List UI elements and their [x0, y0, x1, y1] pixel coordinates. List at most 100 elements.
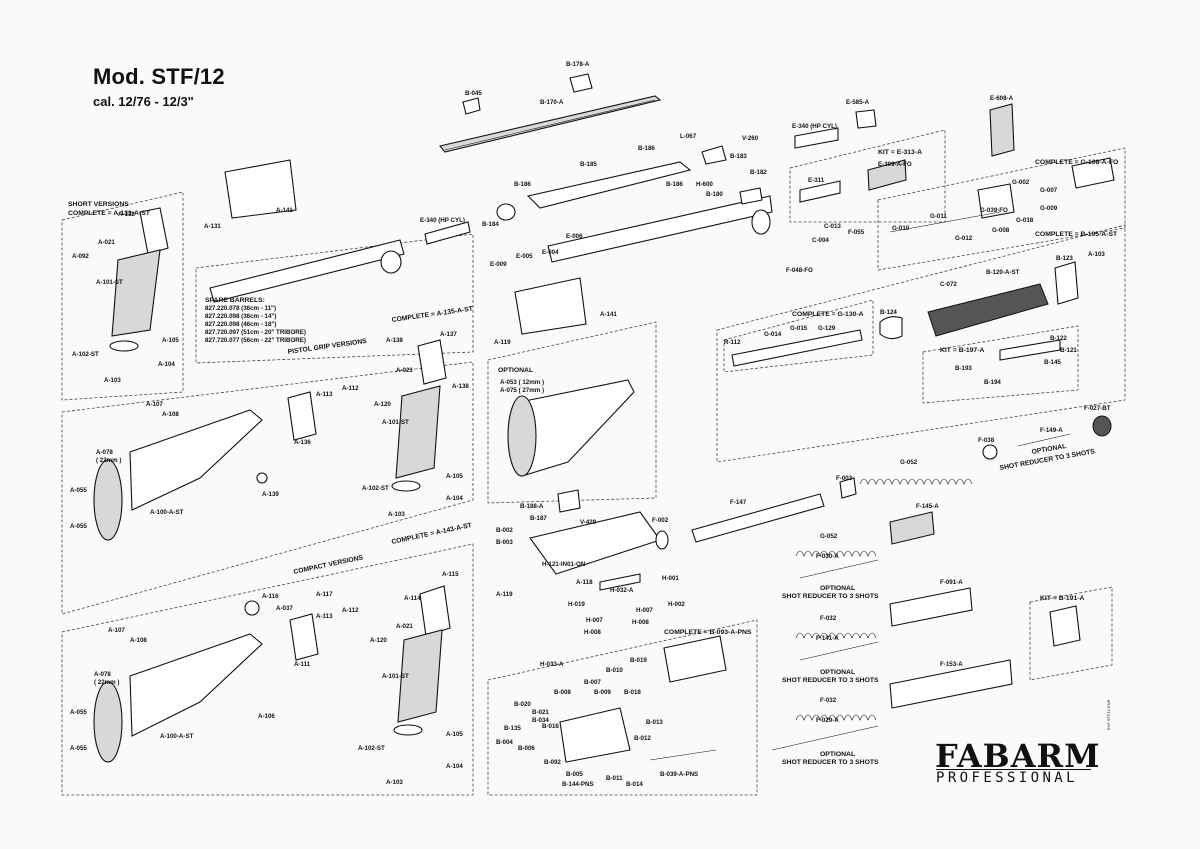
stock-a132 — [139, 207, 169, 255]
block-b180 — [739, 187, 763, 205]
part-label: A-119 — [496, 591, 513, 598]
part-label: A-021 — [396, 367, 413, 374]
rail-b122 — [999, 339, 1061, 361]
stock-block-a131 — [224, 159, 297, 219]
part-label: B-002 — [496, 527, 513, 534]
reducer-3 — [771, 659, 1013, 751]
part-label: B-121 — [1060, 347, 1077, 354]
buttpad-a078-pistol — [93, 459, 123, 541]
nut-a139 — [256, 472, 268, 484]
part-label: B-020 — [514, 701, 531, 708]
part-label: H-008 — [584, 629, 601, 636]
part-label: G-014 — [764, 331, 782, 338]
complete-g108-label: COMPLETE = G-108-A-FO — [1035, 159, 1118, 166]
part-label: V-260 — [742, 135, 759, 142]
part-label: B-123 — [1056, 255, 1073, 262]
part-label: A-100-A-ST — [160, 733, 194, 740]
part-label: B-144-PNS — [562, 781, 594, 788]
plate-a136 — [287, 391, 317, 441]
part-label: A-102-ST — [358, 745, 385, 752]
part-label: B-180 — [706, 191, 723, 198]
sling-a114 — [419, 585, 451, 637]
part-label: A-139 — [262, 491, 279, 498]
part-label: C-013 — [824, 223, 841, 230]
part-label: A-112 — [342, 607, 359, 614]
spare-barrel-ring — [380, 250, 402, 274]
pistol-complete-label: COMPLETE = A-135-A-ST — [391, 306, 474, 324]
part-label: F-145-A — [916, 503, 939, 510]
part-label: B-009 — [594, 689, 611, 696]
optional-reducer-3: OPTIONAL — [820, 751, 855, 758]
part-label: B-019 — [630, 657, 647, 664]
doc-code: EVF STF12 ENR — [1106, 699, 1111, 730]
part-label: B-194 — [984, 379, 1001, 386]
complete-b093-label: COMPLETE = B-093-A-PNS — [664, 629, 752, 636]
part-label: A-137 — [440, 331, 457, 338]
part-label: E-006 — [566, 233, 583, 240]
part-label: B-005 — [566, 771, 583, 778]
part-label: A-100-A-ST — [150, 509, 184, 516]
part-label: H-001 — [662, 575, 679, 582]
part-label: G-018 — [1016, 217, 1034, 224]
part-label: A-078 — [96, 449, 113, 456]
part-label: B-007 — [584, 679, 601, 686]
part-label: E-004 — [542, 249, 559, 256]
washer-a102 — [109, 340, 139, 352]
part-label: B-012 — [634, 735, 651, 742]
part-label: A-078 — [94, 671, 111, 678]
part-label: A-141 — [276, 207, 293, 214]
optional-reducer-1: OPTIONAL — [820, 585, 855, 592]
part-label: F-153-A — [940, 661, 963, 668]
shot-reducer-2: SHOT REDUCER TO 3 SHOTS — [782, 677, 879, 684]
complete-b195-label: COMPLETE = B-195-A-ST — [1035, 231, 1118, 238]
part-label: B-187 — [530, 515, 547, 522]
part-label: B-135 — [504, 725, 521, 732]
washer-a102-pistol — [391, 480, 421, 492]
part-label: B-183 — [730, 153, 747, 160]
part-label: B-170-A — [540, 99, 564, 106]
part-label: A-104 — [158, 361, 175, 368]
bracket-g039 — [977, 183, 1015, 219]
box-g108 — [877, 147, 1126, 271]
short-versions-heading: SHORT VERSIONS — [68, 201, 129, 208]
box-compact-versions — [61, 543, 474, 796]
part-label: F-029-A — [816, 717, 839, 724]
picatinny-rail — [439, 95, 662, 153]
part-label: A-106 — [258, 713, 275, 720]
part-label: E-340 (HP CYL) — [420, 217, 465, 224]
part-label: F-149-A — [1040, 427, 1063, 434]
diagram-subtitle: cal. 12/76 - 12/3" — [93, 94, 194, 109]
part-label: F-141-A — [816, 635, 839, 642]
part-label: B-011 — [606, 775, 623, 782]
reducer-1 — [795, 511, 935, 579]
part-label: ( 22mm ) — [94, 679, 119, 686]
end-cap-b123 — [1054, 261, 1079, 305]
part-label: A-105 — [446, 731, 463, 738]
part-label: B-013 — [646, 719, 663, 726]
part-label: G-052 — [820, 533, 838, 540]
part-label: A-104 — [446, 495, 463, 502]
part-label: V-429 — [580, 519, 597, 526]
part-label: E-309-A-FO — [878, 161, 912, 168]
part-label: A-055 — [70, 487, 87, 494]
safety-b188 — [557, 489, 581, 513]
part-label: A-103 — [104, 377, 121, 384]
part-label: A-055 — [70, 523, 87, 530]
part-label: A-141 — [600, 311, 617, 318]
part-label: A-103 — [1088, 251, 1105, 258]
cap-f027 — [1092, 415, 1112, 437]
part-label: A-101-ST — [382, 673, 409, 680]
grip-a101-compact — [397, 629, 443, 723]
part-label: H-600 — [696, 181, 713, 188]
part-label: A-102-ST — [362, 485, 389, 492]
kit-b191-part — [1049, 605, 1081, 647]
box-kit-b191 — [1029, 586, 1113, 681]
kit-b197-label: KIT = B-197-A — [940, 347, 984, 354]
part-label: A-092 — [72, 253, 89, 260]
part-label: B-006 — [518, 745, 535, 752]
part-label: F-030-A — [816, 553, 839, 560]
part-label: L-067 — [680, 133, 697, 140]
part-label: B-184 — [482, 221, 499, 228]
choke-e340-spare — [424, 221, 471, 245]
part-label: B-018 — [624, 689, 641, 696]
